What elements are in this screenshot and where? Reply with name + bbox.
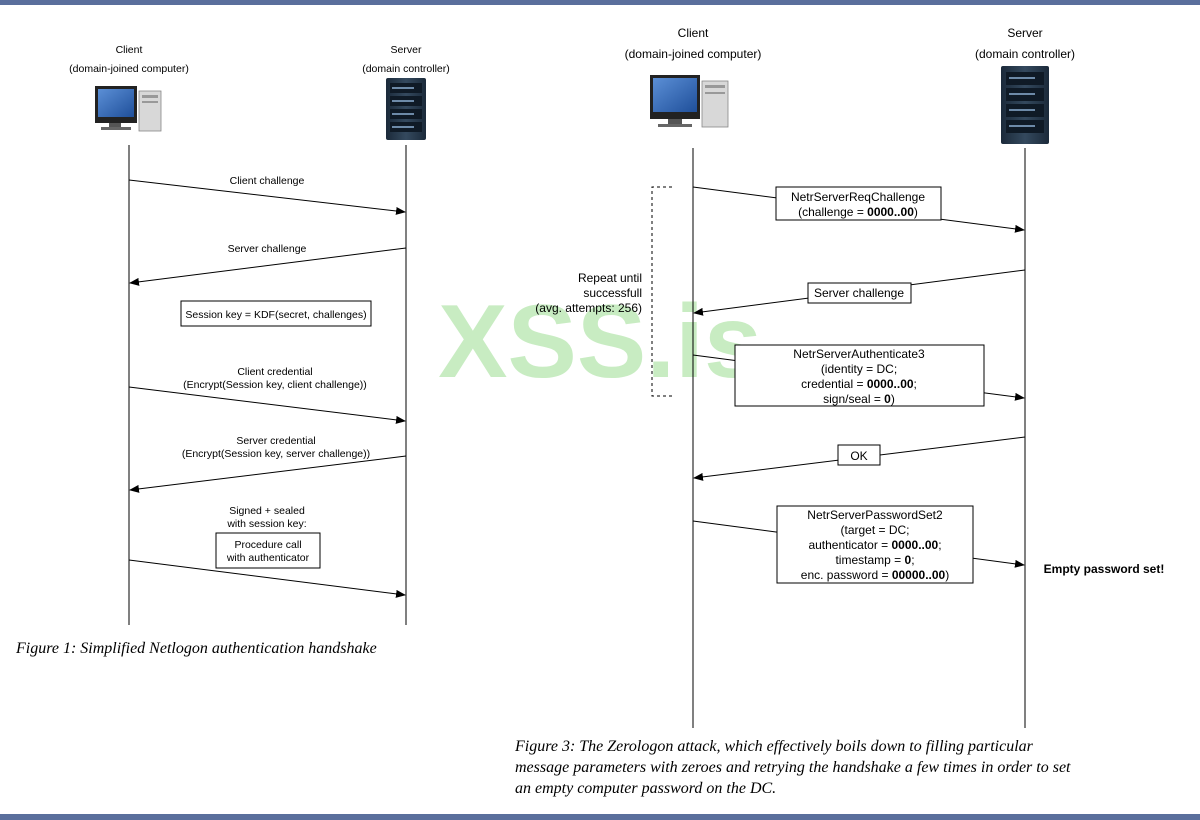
fig1-msg-client-challenge: Client challenge [230,175,305,187]
fig3-repeat-3: (avg. attempts: 256) [535,301,642,315]
fig1-client-credential-2: (Encrypt(Session key, client challenge)) [183,379,367,391]
top-border [0,0,1200,5]
bottom-border [0,814,1200,820]
fig1-session-key-box [180,300,372,327]
fig3-caption-line-1: Figure 3: The Zerologon attack, which ef… [515,738,1033,755]
fig3-req-challenge-1: NetrServerReqChallenge [791,190,925,204]
fig1-arrow-client-credential [128,386,406,424]
fig1-signed-1: Signed + sealed [229,505,305,517]
computer-icon [95,86,162,132]
fig1-client-credential-1: Client credential [237,366,312,378]
fig3-repeat-1: Repeat until [578,271,642,285]
fig1-server-credential-2: (Encrypt(Session key, server challenge)) [182,448,370,460]
fig3-pwset-box [776,505,974,584]
fig3-req-challenge-box [775,186,942,221]
fig1-msg-server-challenge: Server challenge [228,243,307,255]
fig3-pwset-3: authenticator = 0000..00; [808,538,941,552]
fig1-server-credential-1: Server credential [236,435,315,447]
fig3-caption-line-3: an empty computer password on the DC. [515,780,777,797]
fig3-client-subtitle: (domain-joined computer) [625,47,762,61]
fig3-server-challenge-box [807,282,912,304]
fig1-arrow-client-challenge [128,179,406,215]
server-rack-icon [386,78,426,140]
fig3-auth3-4: sign/seal = 0) [823,392,895,406]
fig3-auth3-1: NetrServerAuthenticate3 [793,347,925,361]
fig1-arrow-server-credential [129,455,407,493]
fig1-procedure-box [215,532,321,569]
figure-1: Client (domain-joined computer) Server (… [69,44,450,625]
watermark: XSS.is [438,284,762,400]
fig1-client-title: Client [116,44,143,56]
fig3-server-challenge: Server challenge [814,286,904,300]
fig3-caption-line-2: message parameters with zeroes and retry… [515,759,1071,776]
fig3-pwset-1: NetrServerPasswordSet2 [807,508,943,522]
fig3-empty-password: Empty password set! [1044,562,1165,576]
fig3-repeat-2: successfull [583,286,642,300]
fig3-ok: OK [850,449,867,463]
fig1-procedure-1: Procedure call [234,539,301,551]
fig3-auth3-2: (identity = DC; [821,362,897,376]
fig1-server-subtitle: (domain controller) [362,63,450,75]
fig3-ok-box [837,444,881,466]
fig3-auth3-3: credential = 0000..00; [801,377,917,391]
fig3-server-subtitle: (domain controller) [975,47,1075,61]
fig3-auth3-box [734,344,985,407]
fig1-client-subtitle: (domain-joined computer) [69,63,189,75]
fig3-client-title: Client [678,26,709,40]
fig3-server-title: Server [1007,26,1042,40]
fig3-pwset-5: enc. password = 00000..00) [801,568,949,582]
fig3-pwset-4: timestamp = 0; [835,553,914,567]
fig1-signed-2: with session key: [226,518,306,530]
fig1-procedure-2: with authenticator [226,552,310,564]
fig1-session-key: Session key = KDF(secret, challenges) [185,309,366,321]
fig3-pwset-2: (target = DC; [840,523,909,537]
fig1-arrow-server-challenge [129,247,407,286]
fig3-req-challenge-2: (challenge = 0000..00) [798,205,918,219]
fig1-caption: Figure 1: Simplified Netlogon authentica… [16,640,377,657]
fig1-server-title: Server [391,44,422,56]
server-rack-icon [1001,66,1049,144]
figure-3: Client (domain-joined computer) Server (… [535,26,1164,728]
fig1-arrow-procedure [128,559,406,598]
computer-icon [650,75,729,128]
